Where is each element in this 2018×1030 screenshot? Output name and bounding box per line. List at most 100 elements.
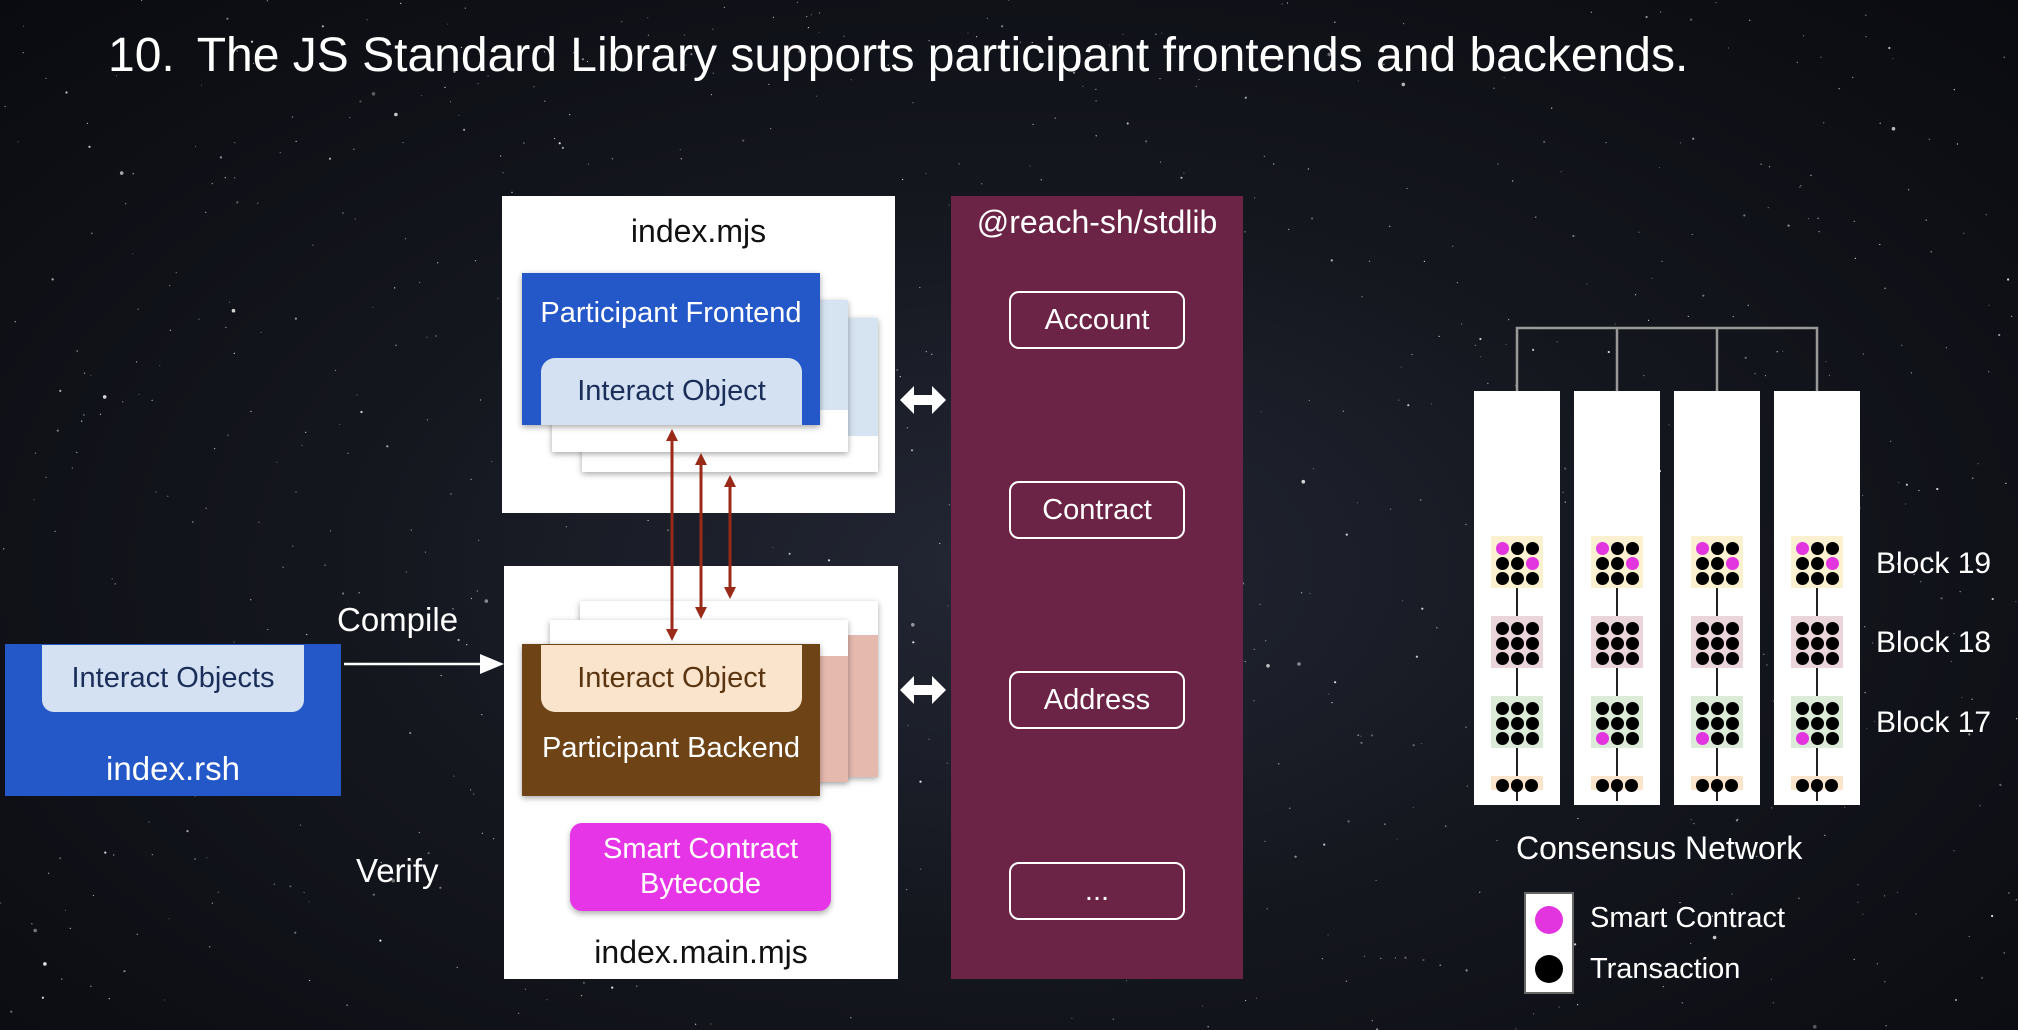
transaction-dot bbox=[1796, 637, 1809, 650]
transaction-dot bbox=[1596, 622, 1609, 635]
chain-block bbox=[1791, 616, 1843, 668]
transaction-dot bbox=[1596, 779, 1609, 792]
verify-arrowhead bbox=[552, 888, 566, 908]
transaction-dot bbox=[1811, 702, 1824, 715]
transaction-dot bbox=[1696, 572, 1709, 585]
stdlib-address-button[interactable]: Address bbox=[1009, 671, 1185, 729]
stdlib-account-button[interactable]: Account bbox=[1009, 291, 1185, 349]
transaction-dot bbox=[1526, 652, 1539, 665]
transaction-dot bbox=[1526, 622, 1539, 635]
transaction-dot bbox=[1696, 637, 1709, 650]
transaction-dot bbox=[1711, 572, 1724, 585]
transaction-dot bbox=[1826, 702, 1839, 715]
transaction-dot bbox=[1526, 702, 1539, 715]
transaction-dot bbox=[1611, 702, 1624, 715]
transaction-dot bbox=[1496, 622, 1509, 635]
chain-block bbox=[1491, 696, 1543, 748]
transaction-dot bbox=[1825, 779, 1839, 792]
transaction-dot bbox=[1611, 717, 1624, 730]
transaction-dot bbox=[1610, 779, 1624, 792]
transaction-dot bbox=[1496, 572, 1509, 585]
transaction-dot bbox=[1696, 717, 1709, 730]
transaction-dot bbox=[1811, 652, 1824, 665]
transaction-dot bbox=[1826, 717, 1839, 730]
chain-block bbox=[1591, 696, 1643, 748]
transaction-dot bbox=[1626, 622, 1639, 635]
transaction-dot bbox=[1796, 652, 1809, 665]
stdlib-panel bbox=[951, 196, 1243, 979]
transaction-dot bbox=[1726, 572, 1739, 585]
transaction-dot bbox=[1526, 542, 1539, 555]
participant-backend-label: Participant Backend bbox=[542, 732, 800, 764]
stdlib-contract-button[interactable]: Contract bbox=[1009, 481, 1185, 539]
transaction-dot bbox=[1696, 622, 1709, 635]
transaction-dot bbox=[1826, 732, 1839, 745]
transaction-dot bbox=[1611, 652, 1624, 665]
transaction-dot bbox=[1726, 732, 1739, 745]
transaction-dot bbox=[1626, 652, 1639, 665]
transaction-dot bbox=[1796, 557, 1809, 570]
transaction-dot bbox=[1496, 732, 1509, 745]
smart-contract-dot bbox=[1796, 542, 1809, 555]
transaction-dot bbox=[1511, 572, 1524, 585]
chain-block bbox=[1791, 696, 1843, 748]
transaction-dot bbox=[1511, 557, 1524, 570]
transaction-dot bbox=[1525, 779, 1539, 792]
transaction-dot bbox=[1711, 717, 1724, 730]
slide-title-text: The JS Standard Library supports partici… bbox=[196, 29, 1689, 82]
transaction-dot bbox=[1596, 557, 1609, 570]
smart-contract-dot bbox=[1696, 732, 1709, 745]
transaction-dot bbox=[1711, 542, 1724, 555]
transaction-dot bbox=[1696, 779, 1709, 792]
chain-block bbox=[1691, 536, 1743, 588]
transaction-dot bbox=[1711, 702, 1724, 715]
verify-label: Verify bbox=[356, 852, 439, 889]
transaction-dot bbox=[1711, 622, 1724, 635]
chain-column bbox=[1774, 391, 1860, 805]
transaction-dot bbox=[1711, 637, 1724, 650]
chain-block bbox=[1491, 616, 1543, 668]
transaction-dot bbox=[1496, 717, 1509, 730]
smart-contract-line2: Bytecode bbox=[640, 868, 761, 900]
transaction-dot bbox=[1811, 637, 1824, 650]
transaction-dot bbox=[1511, 622, 1524, 635]
transaction-dot bbox=[1611, 732, 1624, 745]
smart-contract-dot bbox=[1526, 557, 1539, 570]
transaction-dot bbox=[1696, 652, 1709, 665]
smart-contract-dot bbox=[1496, 542, 1509, 555]
transaction-dot bbox=[1711, 732, 1724, 745]
chain-block bbox=[1591, 536, 1643, 588]
stdlib-more-button[interactable]: ... bbox=[1009, 862, 1185, 920]
transaction-dot bbox=[1811, 557, 1824, 570]
transaction-dot bbox=[1626, 702, 1639, 715]
transaction-dot bbox=[1811, 717, 1824, 730]
chain-block bbox=[1591, 616, 1643, 668]
block-19-label: Block 19 bbox=[1876, 547, 1992, 580]
transaction-dot bbox=[1626, 542, 1639, 555]
transaction-dot bbox=[1626, 637, 1639, 650]
transaction-dot bbox=[1526, 717, 1539, 730]
transaction-dot bbox=[1611, 622, 1624, 635]
transaction-dot bbox=[1526, 572, 1539, 585]
transaction-dot bbox=[1511, 732, 1524, 745]
smart-contract-dot bbox=[1796, 732, 1809, 745]
transaction-dot bbox=[1511, 702, 1524, 715]
transaction-dot bbox=[1726, 542, 1739, 555]
chain-block-partial bbox=[1791, 776, 1843, 792]
chain-block-partial bbox=[1491, 776, 1543, 792]
consensus-network-label: Consensus Network bbox=[1516, 830, 1803, 866]
network-connector bbox=[1515, 326, 1819, 391]
chain-block-partial bbox=[1591, 776, 1643, 792]
transaction-dot bbox=[1511, 717, 1524, 730]
transaction-dot bbox=[1496, 779, 1509, 792]
smart-contract-bytecode-box: Smart Contract Bytecode bbox=[570, 823, 831, 911]
transaction-dot bbox=[1496, 637, 1509, 650]
transaction-dot bbox=[1811, 572, 1824, 585]
legend-transaction-dot bbox=[1535, 955, 1563, 983]
verify-bracket bbox=[516, 838, 562, 900]
transaction-dot bbox=[1796, 702, 1809, 715]
compile-label: Compile bbox=[337, 601, 459, 638]
transaction-dot bbox=[1510, 779, 1524, 792]
transaction-dot bbox=[1826, 622, 1839, 635]
transaction-dot bbox=[1626, 572, 1639, 585]
